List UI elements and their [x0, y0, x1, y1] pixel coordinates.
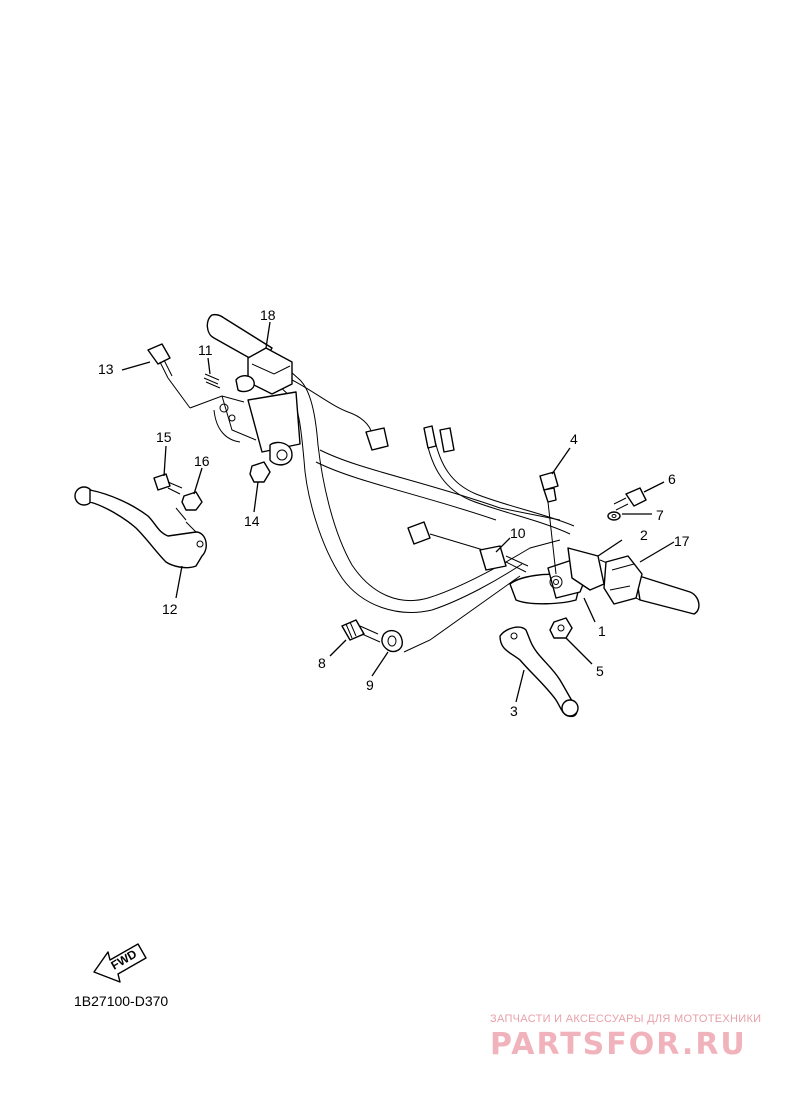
part-8-adjuster-bolt — [341, 619, 381, 643]
master-cylinder — [189, 391, 301, 466]
part-6-bolt — [613, 487, 647, 511]
part-7-washer — [607, 511, 621, 521]
callout-1: 1 — [598, 623, 606, 639]
callout-11: 11 — [198, 342, 213, 358]
callout-6: 6 — [668, 471, 676, 487]
cables — [407, 425, 575, 553]
assembly-lines — [167, 377, 557, 653]
callout-4: 4 — [570, 431, 578, 447]
callout-8: 8 — [318, 655, 326, 671]
callout-15: 15 — [156, 429, 172, 445]
part-4-bolt — [539, 471, 559, 503]
handlebar — [206, 313, 700, 615]
callout-14: 14 — [244, 513, 260, 529]
watermark: ЗАПЧАСТИ И АКСЕССУАРЫ ДЛЯ МОТОТЕХНИКИ PA… — [490, 1013, 761, 1062]
part-9-locknut — [381, 629, 403, 653]
part-12-brake-lever — [74, 486, 207, 569]
part-16-nut — [181, 491, 203, 511]
callout-17: 17 — [674, 533, 690, 549]
callout-10: 10 — [510, 525, 526, 541]
callout-18: 18 — [260, 307, 276, 323]
callout-5: 5 — [596, 663, 604, 679]
fwd-arrow: FWD — [93, 943, 147, 983]
part-17-switch — [603, 555, 643, 605]
part-14-nut — [249, 461, 271, 483]
callout-16: 16 — [194, 453, 210, 469]
callout-13: 13 — [98, 361, 114, 377]
part-3-clutch-lever — [499, 626, 579, 718]
callout-labels: 1 2 3 4 5 6 7 8 9 10 11 12 13 14 15 16 1… — [98, 307, 690, 719]
part-10-adjuster — [479, 545, 529, 573]
part-13-bolt — [147, 343, 173, 379]
part-15-bolt — [153, 473, 183, 495]
watermark-tagline: ЗАПЧАСТИ И АКСЕССУАРЫ ДЛЯ МОТОТЕХНИКИ — [490, 1013, 761, 1025]
callout-9: 9 — [366, 677, 374, 693]
callout-12: 12 — [162, 601, 178, 617]
part-5-nut — [549, 617, 573, 639]
callout-3: 3 — [510, 703, 518, 719]
clutch-lever-holder — [509, 547, 605, 605]
part-18-switch — [235, 347, 389, 451]
diagram-code: 1B27100-D370 — [74, 993, 168, 1009]
callout-leaders — [121, 321, 675, 703]
part-11-screw — [203, 373, 221, 389]
watermark-brand: PARTSFOR.RU — [490, 1027, 747, 1062]
callout-7: 7 — [656, 507, 664, 523]
callout-2: 2 — [640, 527, 648, 543]
